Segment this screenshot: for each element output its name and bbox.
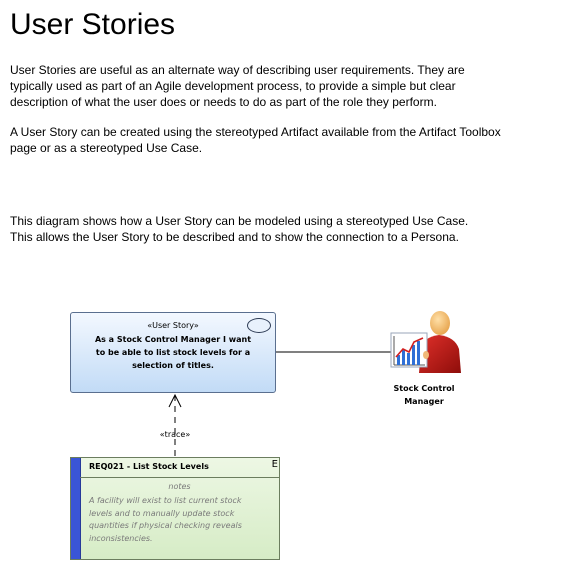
requirement-notes-line: levels and to manually update stock — [89, 508, 235, 518]
user-story-line: selection of titles. — [132, 361, 214, 370]
persona-chart-icon — [390, 311, 461, 373]
actor-label-line: Stock Control — [393, 384, 455, 393]
intro-line: description of what the user does or nee… — [10, 95, 437, 109]
requirement-notes-title: notes — [168, 482, 191, 491]
persona-actor[interactable] — [381, 309, 467, 375]
user-story-line: to be able to list stock levels for a — [95, 348, 251, 357]
requirement-notes-line: A facility will exist to list current st… — [89, 496, 242, 505]
actor-label-line: Manager — [404, 397, 444, 406]
user-story-stereotype: «User Story» — [147, 321, 199, 330]
diagram-description-paragraph: This diagram shows how a User Story can … — [10, 213, 468, 245]
use-case-ellipse-icon — [247, 318, 271, 333]
actor-label: Stock Control Manager — [372, 382, 476, 408]
creation-line: A User Story can be created using the st… — [10, 125, 501, 139]
user-story-line: As a Stock Control Manager I want — [94, 335, 252, 344]
requirement-type-marker: E — [271, 459, 278, 470]
requirement-title: REQ021 - List Stock Levels — [89, 462, 209, 471]
trace-arrowhead — [168, 393, 182, 408]
trace-label: «trace» — [159, 430, 191, 439]
requirement-stripe — [71, 458, 81, 559]
creation-paragraph: A User Story can be created using the st… — [10, 124, 501, 156]
creation-line: page or as a stereotyped Use Case. — [10, 141, 203, 155]
intro-paragraph: User Stories are useful as an alternate … — [10, 62, 465, 110]
requirement-notes: A facility will exist to list current st… — [89, 495, 242, 545]
user-story-element[interactable]: «User Story» As a Stock Control Manager … — [70, 312, 276, 393]
requirement-notes-line: quantities if physical checking reveals — [89, 521, 242, 530]
intro-line: typically used as part of an Agile devel… — [10, 79, 456, 93]
requirement-notes-line: inconsistencies. — [89, 533, 153, 543]
intro-line: User Stories are useful as an alternate … — [10, 63, 465, 77]
requirement-element[interactable]: REQ021 - List Stock Levels E notes A fac… — [70, 457, 280, 560]
requirement-header: REQ021 - List Stock Levels E — [80, 458, 279, 478]
diagram-description-line: This diagram shows how a User Story can … — [10, 214, 469, 228]
page-title: User Stories — [10, 8, 176, 41]
diagram-description-line: This allows the User Story to be describ… — [10, 230, 459, 244]
user-story-text: As a Stock Control Manager I want to be … — [77, 333, 269, 372]
